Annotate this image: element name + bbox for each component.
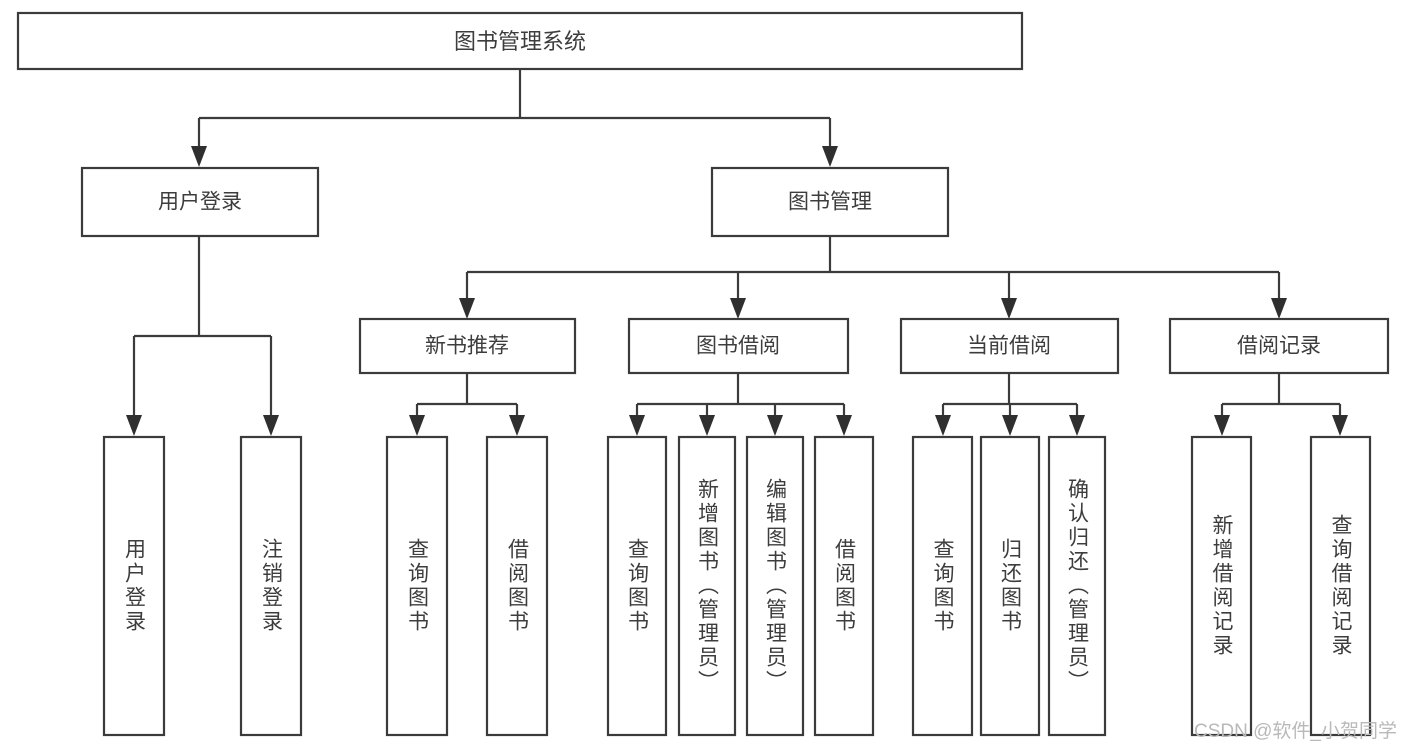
arrow-head-bb-child-3 — [767, 415, 783, 436]
leaf-box-add-record[interactable] — [1190, 435, 1253, 737]
node-book-borrow-label: 图书借阅 — [696, 335, 780, 358]
arrow-head-br-child-1 — [1214, 415, 1230, 436]
arrow-head-bb-child-1 — [629, 415, 645, 436]
node-book-borrow-box[interactable] — [627, 317, 850, 375]
node-current-borrow-label: 当前借阅 — [967, 335, 1051, 358]
arrow-head-new-book-recommend — [459, 298, 475, 319]
edge-group-new-book-recommend — [409, 373, 525, 436]
arrow-head-book-management — [822, 146, 838, 167]
watermark-text: CSDN @软件_小贺同学 — [1194, 721, 1397, 742]
node-root[interactable]: 图书管理系统 — [16, 11, 1024, 71]
node-new-book-recommend-box[interactable] — [358, 317, 577, 375]
node-current-borrow-box[interactable] — [899, 317, 1120, 375]
leaf-boxes-user-login — [102, 435, 303, 737]
edge-group-user-login — [126, 236, 279, 436]
arrow-head-leaf-logout-login — [263, 415, 279, 436]
edge-group-root — [191, 69, 838, 167]
node-borrow-record-box[interactable] — [1168, 317, 1390, 375]
leaf-box-borrow-book-1[interactable] — [485, 435, 549, 737]
leaf-boxes-book-borrow — [606, 435, 875, 737]
arrow-head-br-child-2 — [1332, 415, 1348, 436]
node-new-book-recommend[interactable]: 新书推荐 — [358, 317, 577, 375]
arrow-head-leaf-user-login — [126, 415, 142, 436]
arrow-head-cb-child-2 — [1002, 415, 1018, 436]
arrow-head-nbr-child-1 — [409, 415, 425, 436]
leaf-box-edit-book[interactable] — [745, 435, 805, 737]
node-user-login[interactable]: 用户登录 — [80, 166, 320, 238]
leaf-box-borrow-book-2[interactable] — [813, 435, 875, 737]
arrow-head-bb-child-4 — [836, 415, 852, 436]
edge-group-book-management — [459, 236, 1287, 319]
edge-group-book-borrow — [629, 373, 852, 436]
node-borrow-record[interactable]: 借阅记录 — [1168, 317, 1390, 375]
node-book-borrow[interactable]: 图书借阅 — [627, 317, 850, 375]
arrow-head-current-borrow — [1001, 298, 1017, 319]
leaf-box-query-book-1[interactable] — [385, 435, 449, 737]
node-book-management[interactable]: 图书管理 — [710, 166, 950, 238]
leaf-boxes-new-book-recommend — [385, 435, 549, 737]
leaf-box-query-book-3[interactable] — [911, 435, 974, 737]
edge-group-borrow-record — [1214, 373, 1348, 436]
arrow-head-borrow-record — [1271, 298, 1287, 319]
arrow-head-nbr-child-2 — [509, 415, 525, 436]
leaf-box-return-book[interactable] — [979, 435, 1041, 737]
leaf-box-user-login[interactable] — [102, 435, 166, 737]
leaf-box-logout-login[interactable] — [239, 435, 303, 737]
arrow-head-cb-child-3 — [1069, 415, 1085, 436]
leaf-boxes-borrow-record — [1190, 435, 1372, 737]
node-new-book-recommend-label: 新书推荐 — [425, 335, 509, 358]
node-root-label: 图书管理系统 — [454, 29, 586, 54]
leaf-box-add-book[interactable] — [677, 435, 737, 737]
arrow-head-bb-child-2 — [699, 415, 715, 436]
node-book-management-label: 图书管理 — [788, 191, 872, 214]
node-user-login-box[interactable] — [80, 166, 320, 238]
leaf-boxes-current-borrow — [911, 435, 1107, 737]
node-user-login-label: 用户登录 — [158, 191, 242, 214]
node-root-box[interactable] — [16, 11, 1024, 71]
node-borrow-record-label: 借阅记录 — [1237, 335, 1321, 358]
arrow-head-book-borrow — [730, 298, 746, 319]
node-book-management-box[interactable] — [710, 166, 950, 238]
leaf-box-query-book-2[interactable] — [606, 435, 668, 737]
arrow-head-user-login — [191, 146, 207, 167]
arrow-head-cb-child-1 — [935, 415, 951, 436]
leaf-box-query-record[interactable] — [1309, 435, 1372, 737]
leaf-box-confirm-return[interactable] — [1047, 435, 1107, 737]
edge-group-current-borrow — [935, 373, 1085, 436]
node-current-borrow[interactable]: 当前借阅 — [899, 317, 1120, 375]
